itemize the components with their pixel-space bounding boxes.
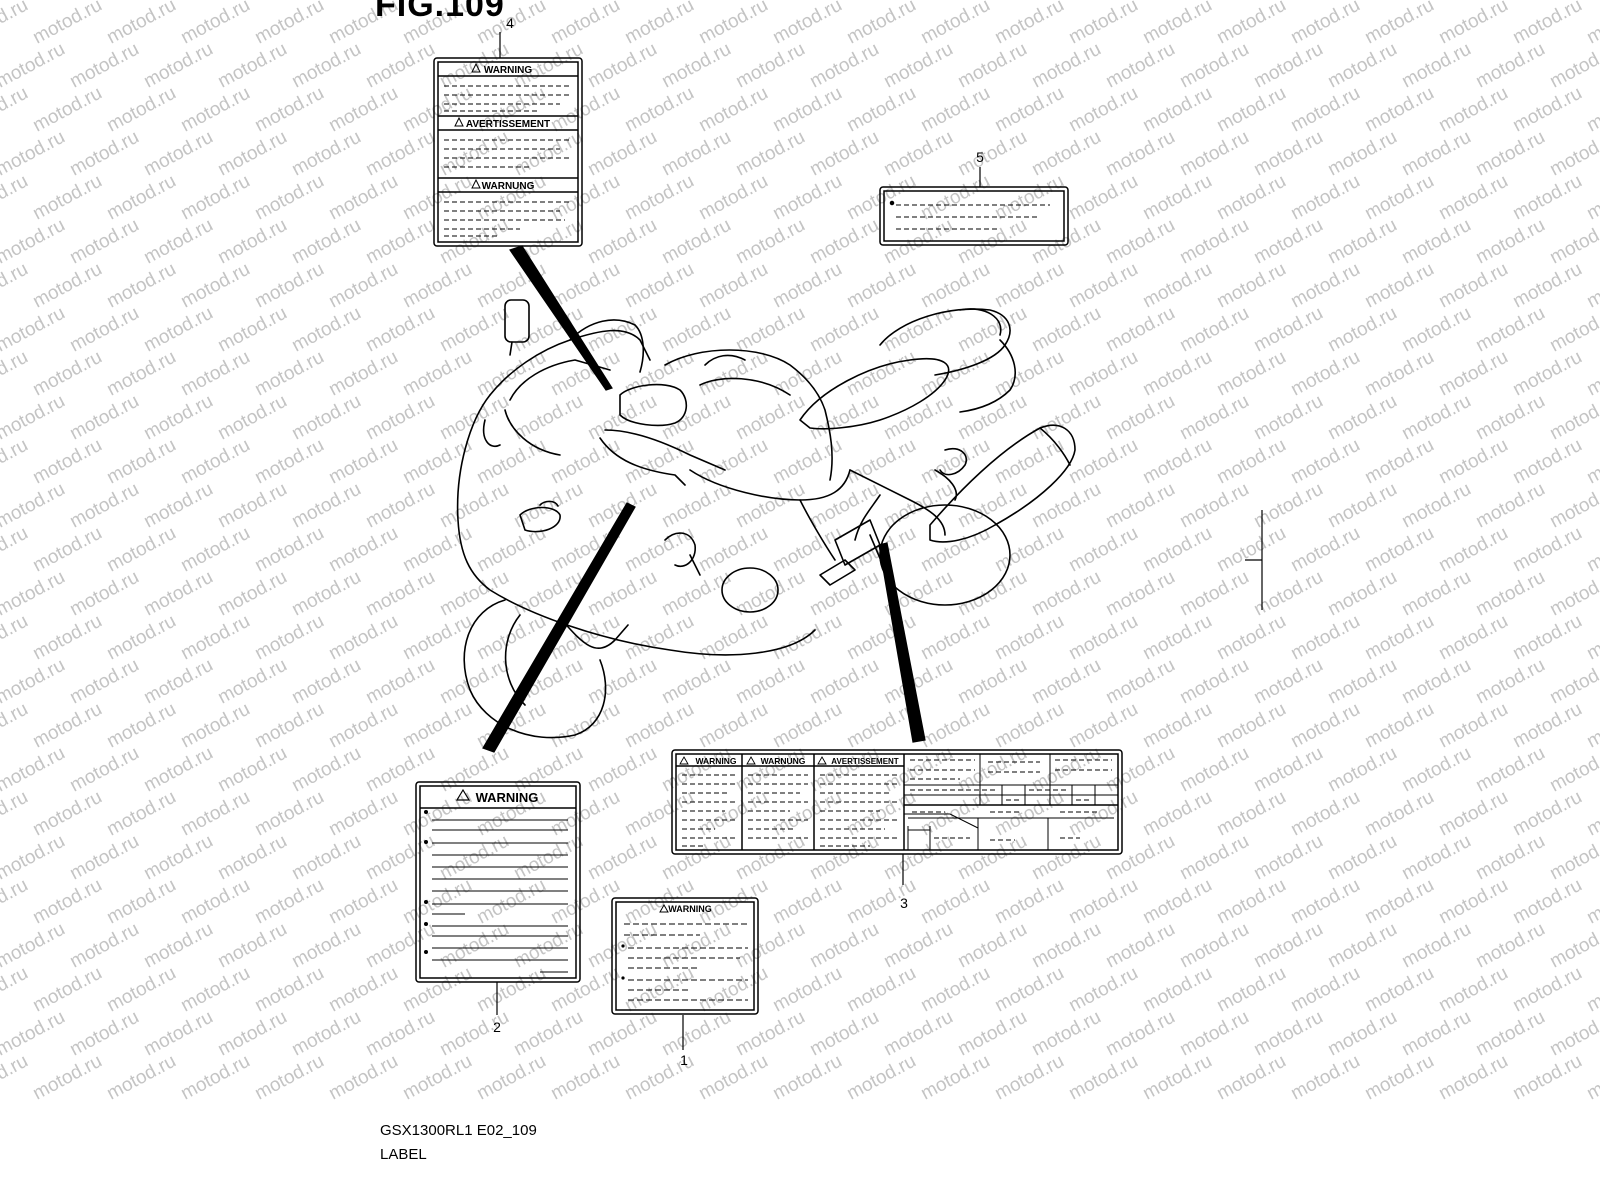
label-3: [671, 749, 1123, 855]
warning-triangle-icon: [455, 788, 471, 801]
label-2: [415, 781, 581, 983]
callout-4: 4: [506, 15, 514, 31]
callout-5: 5: [976, 149, 984, 165]
warning-triangle-icon: [454, 62, 481, 189]
leader-lines: [482, 32, 1263, 1050]
label-2-header: WARNING: [476, 790, 539, 805]
leader-label-2: [482, 502, 636, 753]
label-4-header-2: AVERTISSEMENT: [466, 119, 550, 130]
section-name: LABEL: [380, 1146, 427, 1163]
label-3-header-1: WARNING: [695, 756, 736, 766]
label-3-header-3: AVERTISSEMENT: [831, 757, 899, 766]
figure-title: FIG.109: [375, 0, 505, 24]
label-1-header: WARNING: [668, 904, 712, 914]
leader-label-4: [509, 245, 613, 391]
warning-triangle-icon: [659, 903, 669, 913]
label-4: [433, 57, 583, 247]
label-5: [879, 186, 1069, 246]
label-4-header-1: WARNING: [484, 65, 533, 76]
warning-triangle-icon: [679, 756, 827, 765]
callout-3: 3: [900, 895, 908, 911]
label-3-header-2: WARNUNG: [761, 756, 806, 766]
callout-1: 1: [680, 1052, 688, 1068]
model-code: GSX1300RL1 E02_109: [380, 1122, 537, 1139]
callout-2: 2: [493, 1019, 501, 1035]
leader-label-3: [878, 542, 926, 743]
motorcycle-illustration: [456, 299, 1076, 739]
label-1: [611, 897, 759, 1015]
label-4-header-3: WARNUNG: [482, 181, 535, 192]
